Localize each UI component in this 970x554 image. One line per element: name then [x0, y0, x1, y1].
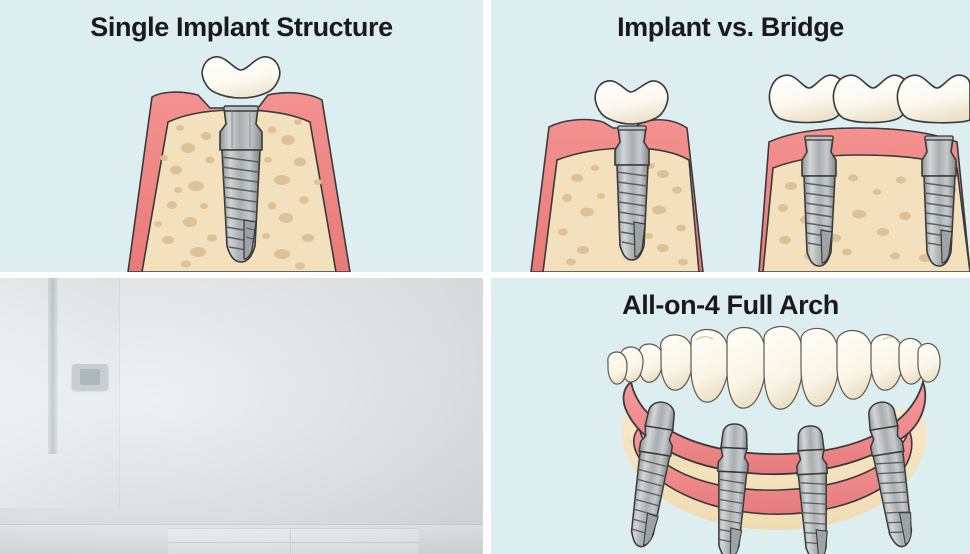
bone-texture [154, 119, 322, 270]
single-implant-illustration [127, 56, 351, 272]
cabinet [168, 528, 418, 554]
wall-pole [48, 278, 58, 454]
implant-3 [796, 425, 829, 554]
implant-vs-bridge-illustration [530, 74, 970, 272]
abutment-shape [219, 107, 263, 151]
panel-title-all-on-4: All-on-4 Full Arch [622, 290, 839, 320]
abutment-right-1 [801, 137, 837, 177]
crown-shape [201, 56, 281, 99]
crown-left [594, 80, 669, 125]
panel-single-implant: Single Implant Structure [0, 0, 483, 272]
denture-teeth [607, 325, 941, 410]
implant-4 [868, 401, 913, 548]
wall-panel-left [0, 278, 120, 508]
implant-1 [630, 401, 675, 548]
wall-bracket [72, 364, 108, 390]
bridge-panel-left-group [530, 80, 704, 272]
denture-gum-base [622, 378, 927, 476]
clinic-photograph [0, 278, 483, 554]
bone-texture-left [558, 163, 688, 266]
abutment-left [614, 127, 650, 166]
panel-implant-vs-bridge: Implant vs. Bridge [491, 0, 970, 272]
panel-clinic-photo [0, 278, 483, 554]
photo-vignette [0, 278, 483, 554]
bridge-crowns [768, 74, 970, 124]
implant-2 [716, 423, 749, 554]
all-on-4-illustration [607, 325, 941, 554]
abutment-right-2 [921, 137, 957, 177]
bridge-panel-right-group [758, 74, 970, 272]
panel-title-implant-vs-bridge: Implant vs. Bridge [617, 12, 844, 42]
implant-screw-shape [221, 149, 261, 263]
cabinet-divider [290, 528, 291, 554]
panel-title-single-implant: Single Implant Structure [90, 12, 393, 42]
implant-screw-right-2 [923, 175, 956, 267]
implant-screw-right-1 [803, 175, 836, 267]
panel-all-on-4: All-on-4 Full Arch [491, 278, 970, 554]
